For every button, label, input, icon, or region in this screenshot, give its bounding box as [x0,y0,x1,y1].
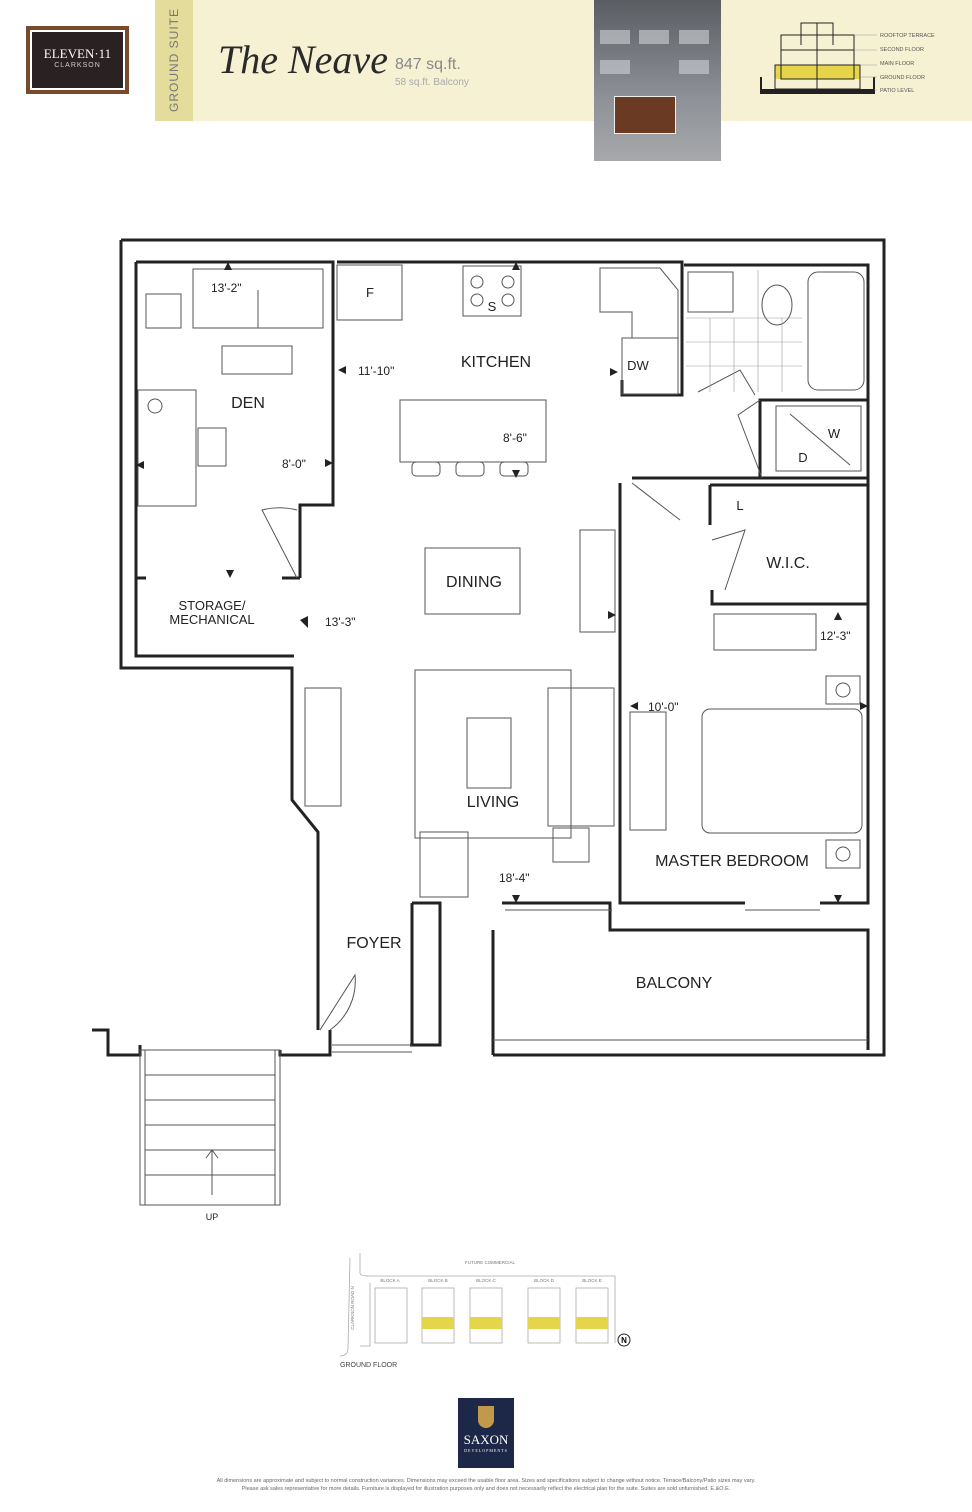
level-rooftop: ROOFTOP TERRACE [880,33,935,39]
level-diagram: ROOFTOP TERRACE SECOND FLOOR MAIN FLOOR … [760,22,935,94]
header-banner [155,0,972,121]
key-plan: FUTURE COMMERCIAL BLOCK A BLOCK B BLOCK … [339,1253,631,1369]
suite-name: The Neave [218,37,388,82]
key-road-side: CLARKSON ROAD N [350,1286,355,1330]
north-arrow-icon: N [621,1336,627,1345]
room-mechanical: MECHANICAL [169,612,254,627]
room-den: DEN [231,395,265,412]
dim-island: 8'-6" [503,431,527,445]
floor-plan: DEN KITCHEN DINING LIVING FOYER BALCONY … [92,238,886,1222]
dim-master-depth: 12'-3" [820,629,851,643]
key-block-d: BLOCK D [534,1278,555,1283]
key-road-top: FUTURE COMMERCIAL [465,1260,515,1265]
dim-master-width: 10'-0" [648,700,679,714]
room-wic: W.I.C. [766,555,810,572]
dim-living: 18'-4" [499,871,530,885]
dim-dining: 13'-3" [325,615,356,629]
key-block-a: BLOCK A [380,1278,399,1283]
developer-sub: DEVELOPMENTS [464,1448,508,1453]
disclaimer-line-2: Please ask sales representative for more… [241,1486,731,1492]
fridge-label: F [366,285,374,300]
suite-area: 847 sq.ft. [395,56,461,73]
room-living: LIVING [467,794,519,811]
washer-label: W [828,426,841,441]
room-master-bedroom: MASTER BEDROOM [655,853,809,870]
level-ground: GROUND FLOOR [880,75,925,81]
dim-den-depth: 8'-0" [282,457,306,471]
level-second: SECOND FLOOR [880,47,924,53]
balcony-area: 58 sq.ft. Balcony [395,77,469,88]
brand-logo: ELEVEN·11 CLARKSON [26,26,129,94]
room-foyer: FOYER [346,935,401,952]
shield-icon [478,1406,494,1428]
key-floor-label: GROUND FLOOR [340,1362,397,1369]
linen-label: L [736,498,743,513]
stove-label: S [488,299,497,314]
dryer-label: D [798,450,807,465]
room-kitchen: KITCHEN [461,354,531,371]
building-photo [594,0,721,161]
developer-name: SAXON [463,1432,509,1447]
key-block-e: BLOCK E [582,1278,602,1283]
room-dining: DINING [446,574,502,591]
level-main: MAIN FLOOR [880,61,914,67]
stairs-up-label: UP [206,1212,219,1222]
room-storage: STORAGE/ [179,598,246,613]
brand-name: ELEVEN·11 [43,46,112,61]
dim-den-width: 13'-2" [211,281,242,295]
brand-sub: CLARKSON [54,62,101,69]
room-balcony: BALCONY [636,975,713,992]
disclaimer-line-1: All dimensions are approximate and subje… [216,1478,756,1484]
key-block-b: BLOCK B [428,1278,448,1283]
dim-kitchen: 11'-10" [358,364,394,378]
level-patio: PATIO LEVEL [880,88,914,94]
suite-type-tab: GROUND SUITE [155,0,193,121]
dishwasher-label: DW [627,358,649,373]
key-block-c: BLOCK C [476,1278,497,1283]
developer-logo: SAXON DEVELOPMENTS [458,1398,514,1468]
